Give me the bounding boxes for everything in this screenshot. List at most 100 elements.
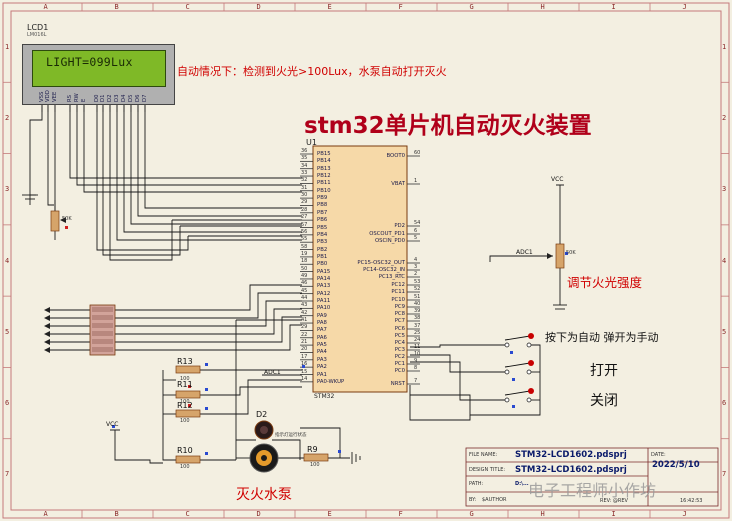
mcu-pin-pc14-osc32-in: PC14-OSC32_IN bbox=[363, 267, 405, 273]
tb-file-name: STM32-LCD1602.pdsprj bbox=[515, 450, 627, 460]
mcu-pin-number: 20 bbox=[301, 346, 308, 353]
resistor-r10: R10 bbox=[177, 446, 193, 455]
mcu-pin-pa5: PA5 bbox=[317, 342, 327, 349]
mcu-pin-number: 42 bbox=[301, 309, 308, 316]
resistor-r12: R12 bbox=[177, 401, 193, 410]
mcu-pin-number: 21 bbox=[301, 339, 308, 346]
mcu-pin-number: 4 bbox=[414, 257, 418, 263]
mcu-pin-number: 60 bbox=[414, 150, 421, 156]
mcu-pin-number: 34 bbox=[301, 162, 308, 169]
r11-value: 100 bbox=[180, 399, 190, 405]
ruler-top-label: I bbox=[611, 510, 616, 518]
tb-file-name-caption: FILE NAME: bbox=[469, 452, 498, 458]
r10-value: 100 bbox=[180, 464, 190, 470]
ruler-left-label: 6 bbox=[722, 399, 727, 408]
mcu-pin-pb1: PB1 bbox=[317, 253, 328, 260]
vcc-right: VCC bbox=[551, 176, 564, 183]
mcu-pin-number: 30 bbox=[301, 192, 308, 199]
mcu-pin-pb13: PB13 bbox=[317, 165, 331, 172]
mcu-pin-pc2: PC2 bbox=[394, 354, 405, 360]
tb-time: 16:42:53 bbox=[680, 498, 703, 504]
mcu-pin-pa3: PA3 bbox=[317, 356, 327, 363]
resistor-r13: R13 bbox=[177, 357, 193, 366]
ruler-left-label: 7 bbox=[5, 470, 10, 479]
mcu-pin-number: 1 bbox=[414, 178, 418, 184]
mcu-pin-number: 58 bbox=[301, 243, 308, 250]
ruler-top-label: A bbox=[43, 510, 48, 518]
mcu-pin-pb14: PB14 bbox=[317, 158, 331, 165]
mcu-pin-pb5: PB5 bbox=[317, 224, 328, 231]
lcd-pin-d5: D5 bbox=[128, 94, 134, 102]
mode-switch-label: 按下为自动 弹开为手动 bbox=[545, 331, 659, 344]
ruler-top-label: D bbox=[256, 510, 261, 518]
mcu-pin-pc11: PC11 bbox=[391, 289, 405, 295]
ruler-top-label: H bbox=[540, 510, 545, 518]
lcd-pin-d2: D2 bbox=[107, 94, 113, 102]
mcu-pin-number: 41 bbox=[301, 317, 308, 324]
mcu-pin-pc12: PC12 bbox=[391, 282, 405, 288]
r9-value: 100 bbox=[310, 462, 320, 468]
ruler-top-label: B bbox=[114, 510, 119, 518]
mcu-pin-pa12: PA12 bbox=[317, 290, 331, 297]
ruler-left-label: 5 bbox=[5, 327, 10, 336]
pot-label: 调节火光强度 bbox=[567, 275, 643, 290]
mcu-pin-pb2: PB2 bbox=[317, 246, 328, 253]
resistor-r11: R11 bbox=[177, 380, 193, 389]
mcu-pin-pa2: PA2 bbox=[317, 364, 327, 371]
mcu-pin-pb0: PB0 bbox=[317, 261, 328, 268]
mcu-pin-pc6: PC6 bbox=[394, 326, 405, 332]
mcu-pin-number: 8 bbox=[414, 365, 418, 371]
lcd-screen bbox=[32, 50, 166, 87]
mcu-name: STM32 bbox=[314, 393, 335, 400]
mcu-pin-boot0: BOOT0 bbox=[386, 153, 406, 159]
mcu-pin-pb6: PB6 bbox=[317, 217, 328, 224]
lcd-display-text: LIGHT=099Lux bbox=[46, 55, 133, 69]
mcu-pin-pa7: PA7 bbox=[317, 327, 327, 334]
mcu-pin-number: 40 bbox=[414, 301, 421, 307]
mcu-pin-number: 19 bbox=[301, 250, 308, 257]
tb-design-title-caption: DESIGN TITLE: bbox=[469, 467, 506, 473]
ruler-top-label: C bbox=[185, 510, 190, 518]
mcu-pin-pb7: PB7 bbox=[317, 209, 328, 216]
ruler-top-label: G bbox=[469, 3, 474, 11]
led-d2: D2 bbox=[256, 410, 268, 419]
mcu-pin-pb4: PB4 bbox=[317, 231, 328, 238]
ruler-top-label: E bbox=[327, 510, 332, 518]
mcu-pin-number: 33 bbox=[301, 170, 308, 177]
lcd-pin-vee: VEE bbox=[52, 91, 58, 102]
tb-design-title: STM32-LCD1602.pdsprj bbox=[515, 465, 627, 475]
mcu-pin-pc7: PC7 bbox=[394, 318, 405, 324]
mcu-pin-number: 29 bbox=[301, 324, 308, 331]
mcu-pin-pb12: PB12 bbox=[317, 173, 331, 180]
mcu-pin-number: 56 bbox=[301, 228, 308, 235]
ruler-top-label: I bbox=[611, 3, 616, 11]
lcd-model: LM016L bbox=[27, 32, 47, 38]
lcd-ref: LCD1 bbox=[27, 23, 49, 32]
tb-path-caption: PATH: bbox=[469, 481, 484, 487]
mcu-pin-number: 18 bbox=[301, 258, 308, 265]
mcu-pin-number: 53 bbox=[414, 279, 421, 285]
mcu-pin-number: 2 bbox=[414, 271, 418, 277]
tb-date-caption: DATE: bbox=[651, 452, 666, 458]
ruler-left-label: 2 bbox=[5, 113, 10, 122]
ruler-top-label: H bbox=[540, 3, 545, 11]
tb-rev: REV: @REV bbox=[600, 498, 628, 504]
mcu-pin-oscout-pd1: OSCOUT_PD1 bbox=[369, 231, 405, 237]
mcu-pin-oscin-pd0: OSCIN_PD0 bbox=[374, 238, 405, 244]
mcu-pin-pb3: PB3 bbox=[317, 239, 328, 246]
mcu-pin-pb15: PB15 bbox=[317, 151, 331, 157]
mcu-pin-pa13: PA13 bbox=[317, 283, 331, 290]
lcd-pin-d7: D7 bbox=[142, 94, 148, 102]
pot-value: 50K bbox=[566, 250, 576, 256]
mcu-pin-pc3: PC3 bbox=[394, 347, 405, 353]
ruler-left-label: 6 bbox=[5, 399, 10, 408]
mcu-pin-number: 32 bbox=[301, 177, 308, 184]
mcu-pin-pd2: PD2 bbox=[394, 223, 405, 229]
mcu-pin-number: 24 bbox=[414, 337, 421, 343]
mcu-pin-number: 44 bbox=[301, 295, 308, 301]
mcu-pin-number: 14 bbox=[301, 375, 308, 382]
ruler-top-label: C bbox=[185, 3, 190, 11]
ruler-left-label: 1 bbox=[722, 42, 727, 51]
ruler-top-label: E bbox=[327, 3, 332, 11]
